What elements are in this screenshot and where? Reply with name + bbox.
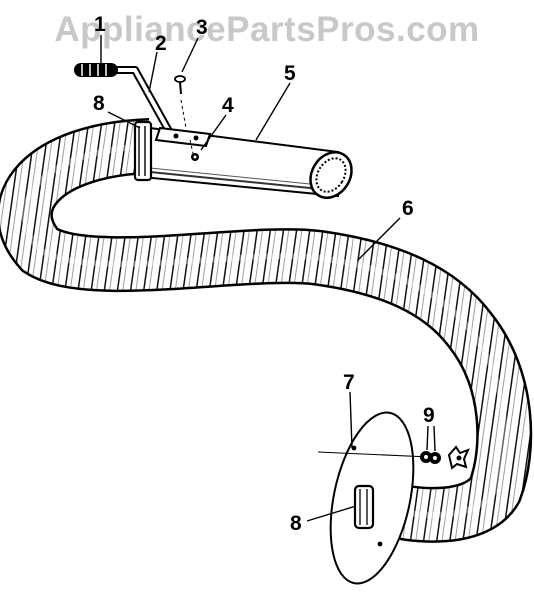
leader-lines [100, 35, 436, 522]
leader-6 [357, 217, 401, 261]
handle-bracket [74, 63, 212, 148]
screw [174, 75, 187, 129]
handle-grip [74, 63, 118, 77]
callout-6: 6 [402, 197, 414, 220]
leader-8-bottom [306, 505, 357, 522]
callout-2: 2 [155, 32, 167, 55]
leader-8-top [107, 111, 141, 129]
leader-3 [181, 37, 199, 73]
hose-clamp-bottom [353, 484, 375, 530]
callout-3: 3 [196, 16, 208, 39]
leader-5 [255, 82, 291, 141]
wing-nuts [420, 445, 470, 470]
mounting-plate [154, 126, 212, 148]
watermark-text: AppliancePartsPros.com [54, 10, 480, 49]
leader-9a [426, 425, 429, 451]
callout-7: 7 [343, 371, 355, 394]
callout-1: 1 [94, 13, 106, 36]
flexible-hose [0, 118, 533, 543]
nut [189, 139, 199, 161]
leader-9b [433, 425, 436, 452]
hose-clamp-top [133, 120, 153, 182]
leader-2 [148, 51, 158, 93]
callout-9: 9 [423, 404, 435, 427]
leader-7 [349, 391, 353, 449]
callout-8-bottom: 8 [290, 512, 302, 535]
callout-5: 5 [284, 62, 296, 85]
callout-8-top: 8 [93, 92, 105, 115]
callout-4: 4 [222, 94, 234, 117]
leader-4 [200, 114, 227, 151]
